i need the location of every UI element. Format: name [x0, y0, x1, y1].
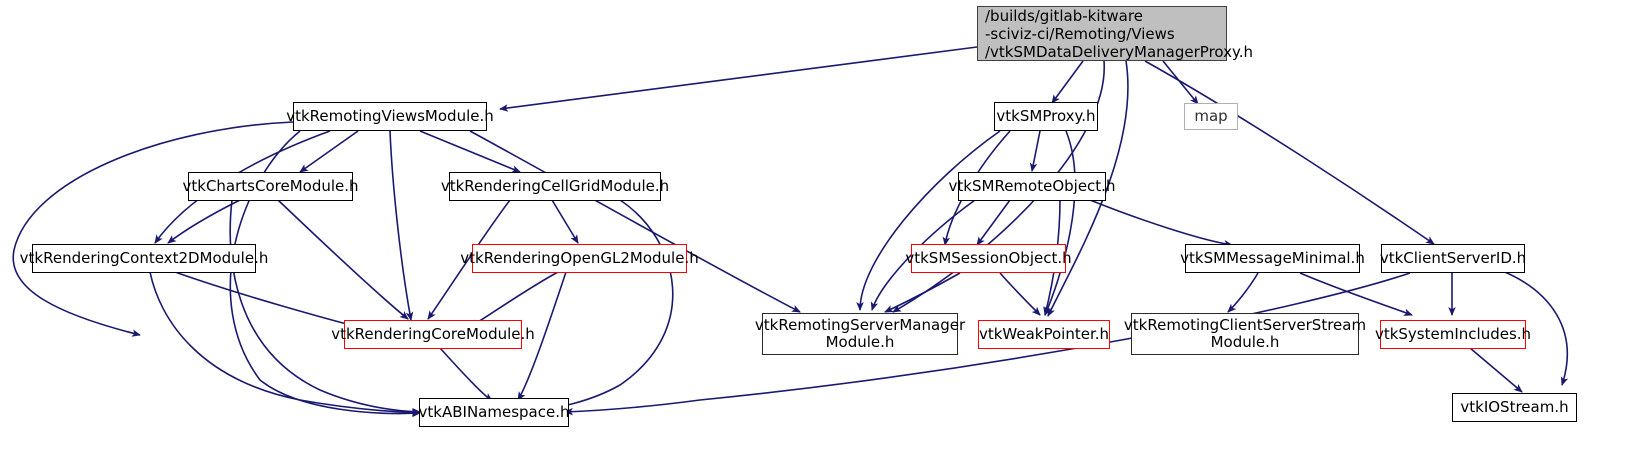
node-vtk-weak-pointer[interactable]: vtkWeakPointer.h: [978, 320, 1110, 349]
node-root[interactable]: /builds/gitlab-kitware -sciviz-ci/Remoti…: [977, 6, 1253, 61]
node-vtk-rendering-context2d-module[interactable]: vtkRenderingContext2DModule.h: [20, 244, 268, 273]
node-vtk-rendering-cell-grid-module[interactable]: vtkRenderingCellGridModule.h: [441, 172, 669, 201]
node-vtk-system-includes[interactable]: vtkSystemIncludes.h: [1375, 320, 1531, 349]
node-vtk-sm-session-object[interactable]: vtkSMSessionObject.h: [905, 244, 1072, 273]
node-vtk-client-server-id[interactable]: vtkClientServerID.h: [1380, 244, 1526, 273]
node-vtk-remoting-client-server-stream-module[interactable]: vtkRemotingClientServerStream Module.h: [1124, 313, 1366, 355]
node-vtk-rendering-core-module[interactable]: vtkRenderingCoreModule.h: [331, 320, 535, 349]
node-vtk-charts-core-module[interactable]: vtkChartsCoreModule.h: [183, 172, 359, 201]
node-vtk-remoting-server-manager-module[interactable]: vtkRemotingServerManager Module.h: [755, 313, 965, 355]
node-vtk-remoting-views-module[interactable]: vtkRemotingViewsModule.h: [286, 102, 494, 131]
node-map[interactable]: map: [1184, 103, 1238, 130]
node-vtk-io-stream[interactable]: vtkIOStream.h: [1452, 393, 1577, 422]
node-vtk-abi-namespace[interactable]: vtkABINamespace.h: [419, 398, 569, 427]
node-vtk-sm-remote-object[interactable]: vtkSMRemoteObject.h: [949, 172, 1115, 201]
node-vtk-sm-proxy-header[interactable]: vtkSMProxy.h: [994, 102, 1098, 131]
node-vtk-sm-message-minimal[interactable]: vtkSMMessageMinimal.h: [1180, 244, 1365, 273]
node-vtk-rendering-opengl2-module[interactable]: vtkRenderingOpenGL2Module.h: [460, 244, 699, 273]
